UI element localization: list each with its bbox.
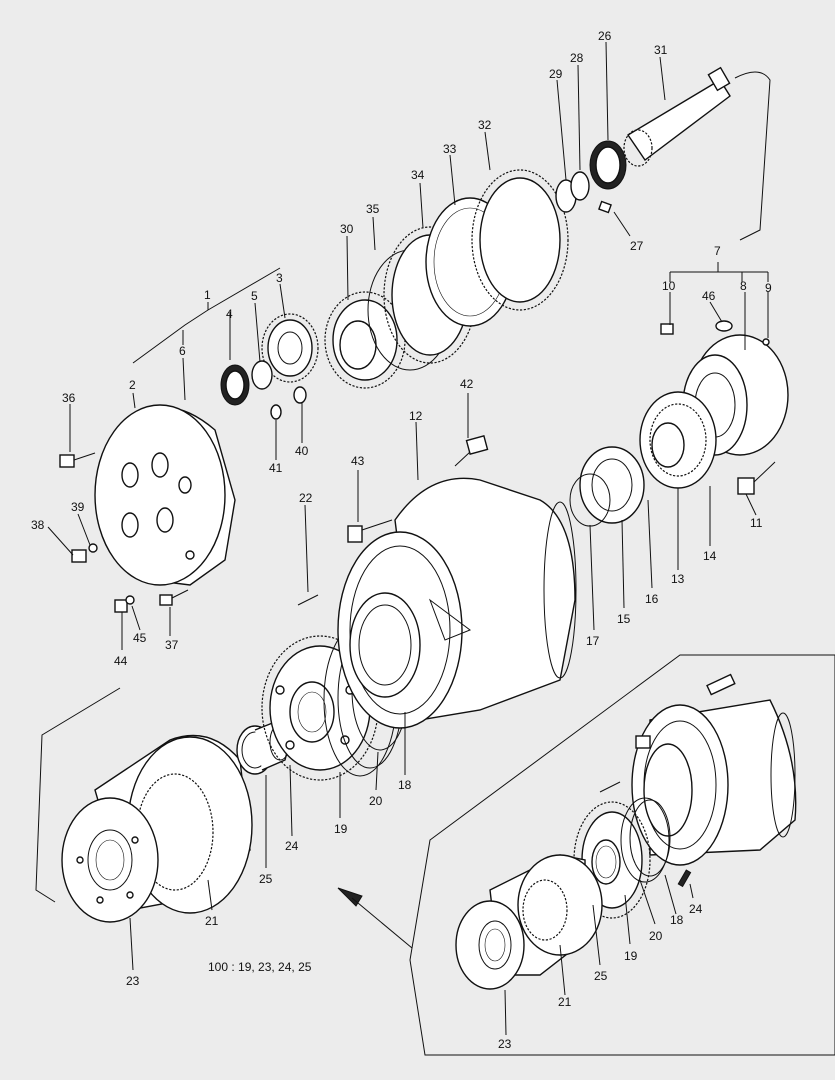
inset-callout-25: 25 [594, 969, 608, 983]
callout-45: 45 [133, 631, 147, 645]
callout-15: 15 [617, 612, 631, 626]
callout-22: 22 [299, 491, 313, 505]
callout-labels: 1 2 3 4 5 6 7 8 9 10 11 12 13 14 15 16 1… [31, 29, 772, 988]
callout-44: 44 [114, 654, 128, 668]
inset-housing [631, 699, 797, 866]
group-bracket-7 [734, 71, 771, 241]
callout-31: 31 [654, 43, 668, 57]
inset-callout-19: 19 [624, 949, 638, 963]
callout-37: 37 [165, 638, 179, 652]
key-27 [598, 200, 612, 214]
callout-40: 40 [295, 444, 309, 458]
callout-12: 12 [409, 409, 423, 423]
callout-35: 35 [366, 202, 380, 216]
thrust-washer [251, 360, 273, 390]
callout-28: 28 [570, 51, 584, 65]
callout-5: 5 [251, 289, 258, 303]
bolt-11 [737, 461, 776, 495]
callout-30: 30 [340, 222, 354, 236]
inset-callout-18: 18 [670, 913, 684, 927]
roller-bearing-26 [589, 140, 627, 190]
callout-6: 6 [179, 344, 186, 358]
callout-3: 3 [276, 271, 283, 285]
callout-29: 29 [549, 67, 563, 81]
pin-40 [293, 386, 307, 404]
main-housing [337, 477, 577, 729]
callout-26: 26 [598, 29, 612, 43]
inset-ring-carrier [455, 854, 603, 990]
callout-36: 36 [62, 391, 76, 405]
inset-callout-21: 21 [558, 995, 572, 1009]
callout-10: 10 [662, 279, 676, 293]
washer-41 [270, 404, 282, 420]
needle-bearing [220, 364, 250, 406]
inset-bolt [635, 673, 736, 749]
callout-9: 9 [765, 281, 772, 295]
cover-bolts [59, 452, 189, 613]
inset-pin [677, 869, 692, 888]
callout-25: 25 [259, 872, 273, 886]
callout-17: 17 [586, 634, 600, 648]
callout-34: 34 [411, 168, 425, 182]
callout-32: 32 [478, 118, 492, 132]
callout-42: 42 [460, 377, 474, 391]
callout-13: 13 [671, 572, 685, 586]
callout-1: 1 [204, 288, 211, 302]
callout-33: 33 [443, 142, 457, 156]
callout-39: 39 [71, 500, 85, 514]
ring-28 [570, 171, 590, 201]
callout-18: 18 [398, 778, 412, 792]
inset-callout-20: 20 [649, 929, 663, 943]
bolt-42 [454, 435, 489, 467]
inset-snap-ring [599, 781, 671, 883]
bolt-43 [347, 519, 393, 543]
callout-11: 11 [750, 516, 763, 530]
callout-24: 24 [285, 839, 299, 853]
callout-41: 41 [269, 461, 283, 475]
callout-23: 23 [126, 974, 140, 988]
callout-2: 2 [129, 378, 136, 392]
seal-46 [715, 320, 733, 332]
parts-note: 100 : 19, 23, 24, 25 [208, 960, 312, 974]
callout-21: 21 [205, 914, 219, 928]
callout-16: 16 [645, 592, 659, 606]
end-cover-plate [94, 404, 236, 586]
callout-7: 7 [714, 244, 721, 258]
leader-lines [47, 41, 769, 971]
bearing-cone [579, 446, 645, 524]
callout-43: 43 [351, 454, 365, 468]
plug-9 [762, 338, 770, 346]
inset-callout-24: 24 [689, 902, 703, 916]
tapered-bearing [639, 391, 717, 489]
ring-gear-32 [471, 169, 569, 311]
planet-gear [261, 313, 319, 383]
callout-4: 4 [226, 307, 233, 321]
callout-46: 46 [702, 289, 716, 303]
inset-panel: 24 18 20 19 25 21 23 [337, 654, 835, 1056]
callout-8: 8 [740, 279, 747, 293]
group-bracket [35, 687, 121, 903]
ring-gear-housing [61, 734, 253, 923]
inset-callout-23: 23 [498, 1037, 512, 1051]
input-shaft [623, 66, 731, 167]
callout-38: 38 [31, 518, 45, 532]
callout-19: 19 [334, 822, 348, 836]
bolt-10 [660, 323, 674, 335]
pin-22 [297, 594, 319, 606]
callout-14: 14 [703, 549, 717, 563]
callout-20: 20 [369, 794, 383, 808]
callout-27: 27 [630, 239, 644, 253]
